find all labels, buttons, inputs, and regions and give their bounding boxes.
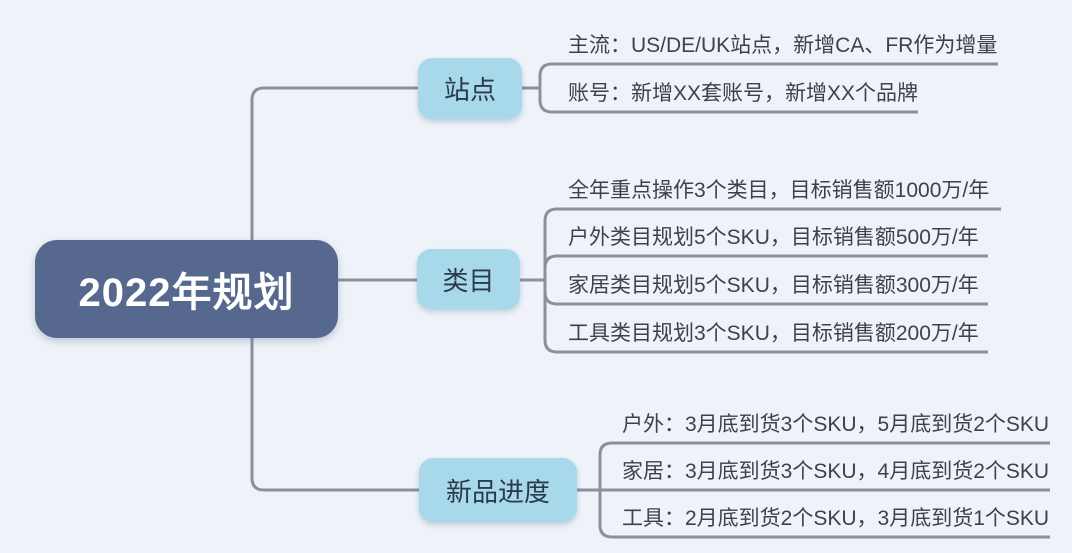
branch-topic-sites[interactable]: 站点	[418, 58, 522, 119]
root-topic[interactable]: 2022年规划	[35, 240, 338, 338]
branch-topic-categories[interactable]: 类目	[417, 249, 520, 309]
leaf-topic-progress-1[interactable]: 户外：3月底到货3个SKU，5月底到货2个SKU	[622, 413, 1050, 436]
leaf-topic-sites-2[interactable]: 账号：新增XX套账号，新增XX个品牌	[568, 82, 919, 105]
leaf-topic-categories-3[interactable]: 家居类目规划5个SKU，目标销售额300万/年	[568, 274, 979, 297]
connector-root-sites	[250, 86, 418, 240]
leaf-topic-categories-1[interactable]: 全年重点操作3个类目，目标销售额1000万/年	[568, 179, 990, 202]
connector-root-progress	[250, 338, 419, 492]
branch-topic-progress[interactable]: 新品进度	[419, 458, 577, 522]
leaf-topic-sites-1[interactable]: 主流：US/DE/UK站点，新增CA、FR作为增量	[568, 34, 998, 57]
leaf-topic-progress-3[interactable]: 工具：2月底到货2个SKU，3月底到货1个SKU	[622, 507, 1050, 530]
leaf-topic-categories-4[interactable]: 工具类目规划3个SKU，目标销售额200万/年	[568, 322, 979, 345]
leaf-topic-progress-2[interactable]: 家居：3月底到货3个SKU，4月底到货2个SKU	[622, 460, 1050, 483]
leaf-topic-categories-2[interactable]: 户外类目规划5个SKU，目标销售额500万/年	[568, 226, 979, 249]
